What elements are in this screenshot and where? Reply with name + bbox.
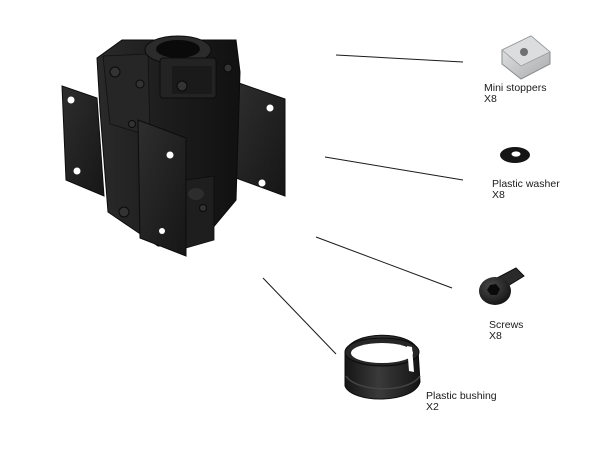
body-screw-icon [135,79,145,89]
part-quantity: X8 [484,93,497,105]
right-wing-plate [235,81,286,197]
right-wing-hole-bottom [258,179,266,187]
mini-stopper-part [501,35,551,80]
part-name: Screws [489,319,524,331]
top-collar-inner [156,40,200,58]
bushing-opening [351,343,413,363]
left-wing-hole-bottom [73,167,81,175]
body-screw-icon [109,66,121,78]
leader-line-plastic-bushing [262,277,337,355]
left-wing-plate [61,85,105,197]
leader-line-mini-stoppers [335,54,464,63]
lower-knob [188,188,204,200]
part-quantity: X8 [492,189,505,201]
front-plate-hole-top [166,151,174,159]
bushing-bottom-lip [345,375,421,390]
part-quantity: X8 [489,330,502,342]
part-name: Plastic bushing [426,390,497,402]
lower-inner-panel [185,175,215,249]
leader-line-plastic-washer [324,156,464,181]
left-wing-hole-top [67,96,75,104]
clamp-block-face [172,66,212,94]
plastic-washer-part [500,147,530,163]
leader-lines [262,54,464,355]
right-wing-hole-top [266,104,274,112]
leader-line-screws [315,236,453,289]
body-screw-icon [118,206,130,218]
plastic-bushing-part [344,334,421,400]
screws-label: Screws X8 [489,320,523,342]
washer-hole [511,151,521,157]
mini-stopper-hole [520,48,528,56]
part-name: Mini stoppers [484,82,547,94]
front-plate-hole-bottom [159,228,165,234]
mini-stoppers-label: Mini stoppers X8 [484,83,546,105]
plastic-washer-label: Plastic washer X8 [492,179,560,201]
plastic-bushing-label: Plastic bushing X2 [426,391,497,413]
screw-part [479,267,525,305]
body-screw-icon [223,63,233,73]
body-screw-icon [128,120,136,128]
bracket-assembly [61,35,286,257]
hex-socket-icon [487,284,500,295]
bushing-slit [407,346,414,372]
part-name: Plastic washer [492,178,560,190]
body-screw-icon [199,204,207,212]
part-quantity: X2 [426,401,439,413]
front-plate [137,119,187,257]
body-screw-icon [176,80,188,92]
